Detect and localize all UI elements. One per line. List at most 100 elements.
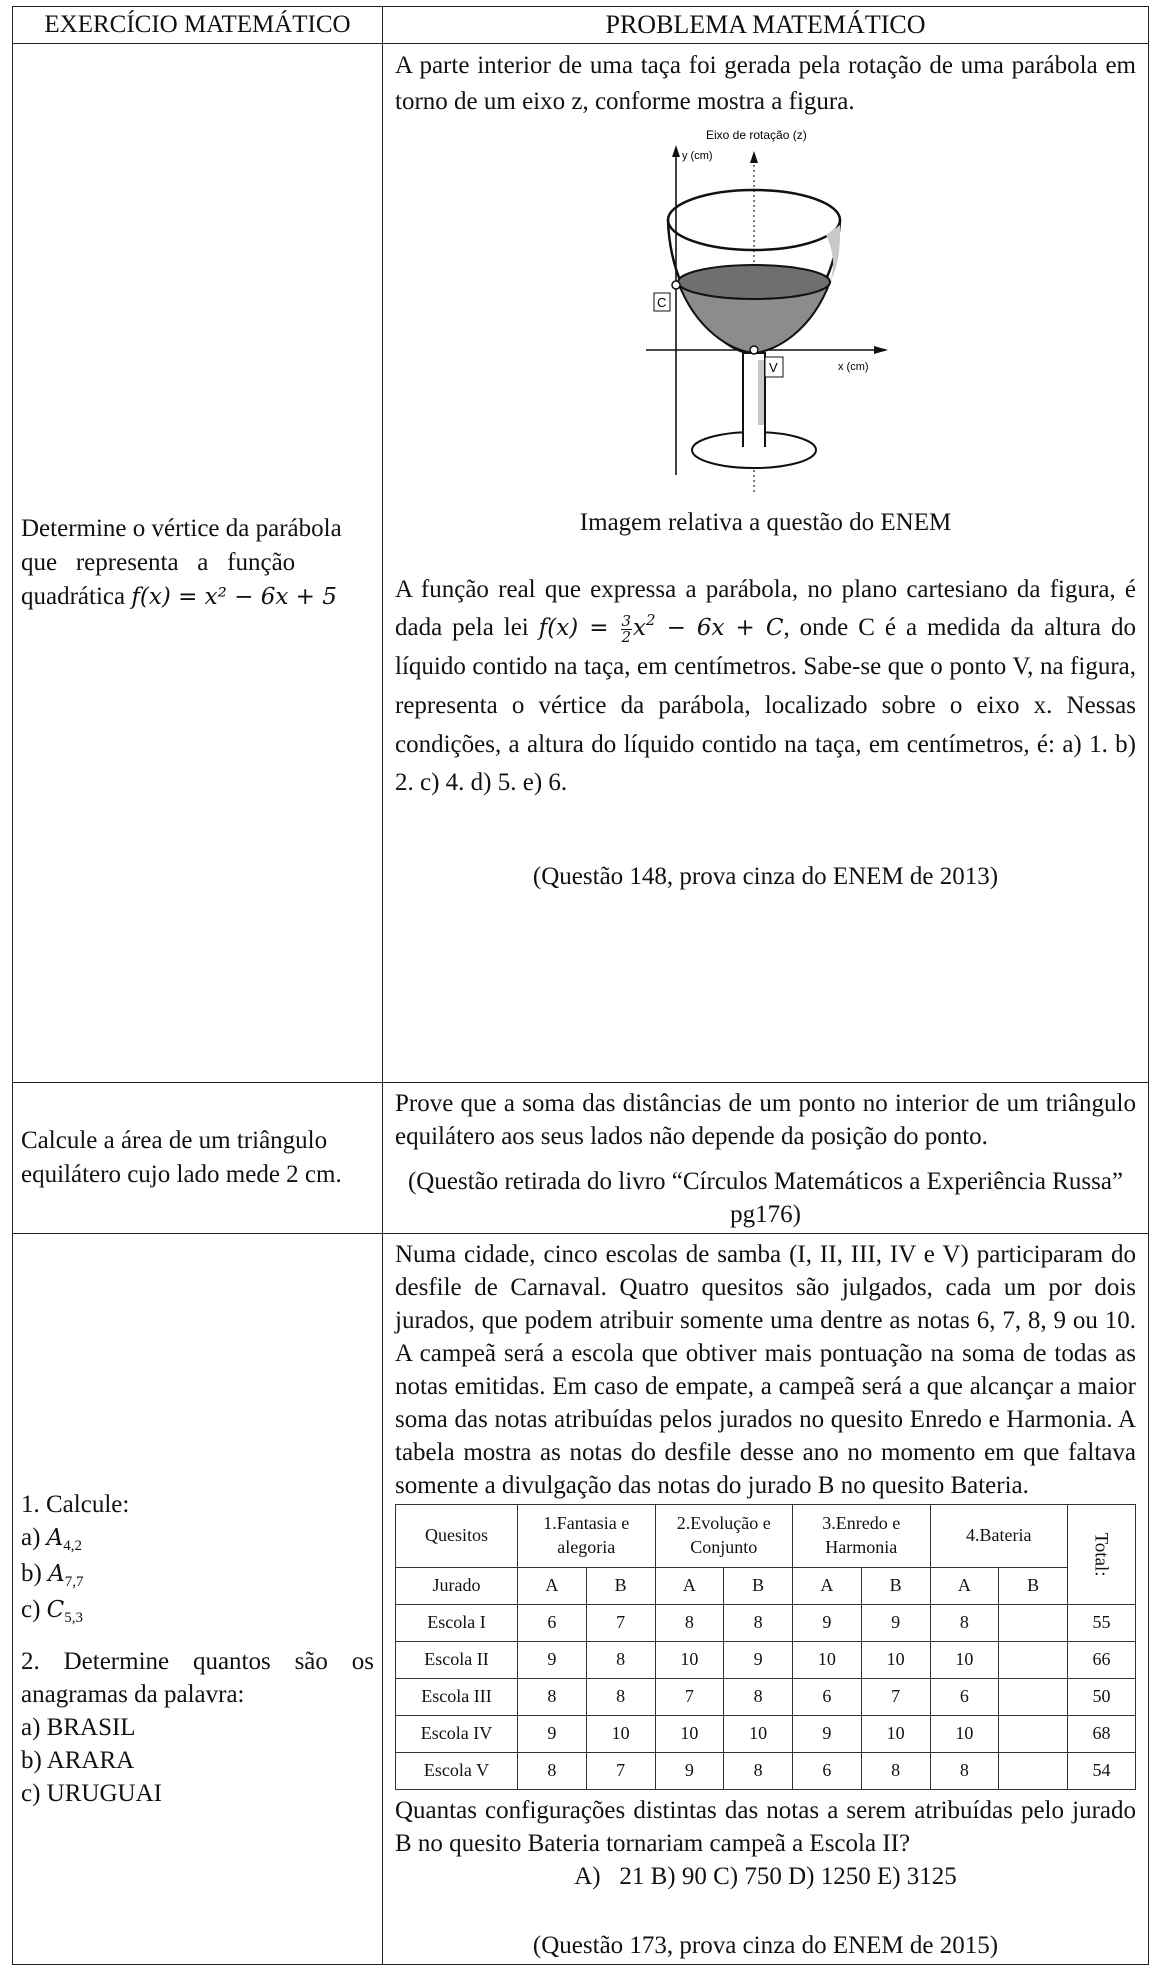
h-enredo: 3.Enredo e Harmonia: [792, 1504, 931, 1568]
score-cell: 10: [929, 1715, 1000, 1753]
problem-triangle: Prove que a soma das distâncias de um po…: [382, 1082, 1149, 1234]
document-page: EXERCÍCIO MATEMÁTICO PROBLEMA MATEMÁTICO…: [12, 6, 1149, 1965]
label-c: C: [657, 295, 666, 310]
score-cell: 9: [517, 1715, 587, 1753]
figure-caption: Imagem relativa a questão do ENEM: [579, 509, 952, 536]
score-cell: 7: [654, 1678, 725, 1716]
row-parabola: Determine o vértice da parábola que repr…: [12, 43, 1149, 1083]
problem-samba-intro: Numa cidade, cinco escolas de samba (I, …: [395, 1241, 1136, 1499]
exercise-vertex-line1: Determine o vértice da parábola: [21, 515, 342, 543]
score-cell: 8: [723, 1678, 793, 1716]
label-v: V: [769, 360, 778, 375]
label-x: x (cm): [838, 361, 869, 373]
label-y: y (cm): [682, 150, 713, 162]
score-cell: 6: [517, 1604, 587, 1642]
scores-header-row: Quesitos 1.Fantasia e alegoria 2.Evoluçã…: [395, 1504, 1136, 1605]
score-cell: 8: [654, 1604, 725, 1642]
score-cell: 10: [929, 1641, 1000, 1679]
total-cell: 50: [1067, 1678, 1136, 1716]
h-evolucao: 2.Evolução e Conjunto: [654, 1504, 793, 1568]
score-cell: 9: [792, 1604, 862, 1642]
total-cell: 68: [1067, 1715, 1136, 1753]
h-quesitos: Quesitos: [395, 1504, 518, 1568]
score-cell: [998, 1604, 1068, 1642]
escola-name: Escola III: [395, 1678, 518, 1716]
score-cell: 7: [585, 1604, 656, 1642]
score-cell: [998, 1752, 1068, 1790]
score-cell: 6: [929, 1678, 1000, 1716]
score-cell: 8: [929, 1604, 1000, 1642]
exercise-vertex: Determine o vértice da parábola que repr…: [12, 43, 383, 1083]
score-cell: 8: [517, 1678, 587, 1716]
score-cell: 8: [517, 1752, 587, 1790]
score-cell: [998, 1678, 1068, 1716]
row-triangle: Calcule a área de um triângulo equiláter…: [12, 1082, 1149, 1234]
score-cell: 9: [860, 1604, 931, 1642]
problem-triangle-text: Prove que a soma das distâncias de um po…: [395, 1090, 1136, 1150]
total-cell: 55: [1067, 1604, 1136, 1642]
score-cell: 10: [585, 1715, 656, 1753]
score-cell: 10: [860, 1641, 931, 1679]
source-circulos: (Questão retirada do livro “Círculos Mat…: [407, 1168, 1124, 1228]
exercise-vertex-line3: quadrática f(x) = x² − 6x + 5: [21, 582, 337, 610]
score-cell: 7: [585, 1752, 656, 1790]
score-cell: [998, 1715, 1068, 1753]
exercise-triangle-area: Calcule a área de um triângulo equiláter…: [12, 1082, 383, 1234]
score-cell: 10: [654, 1715, 725, 1753]
h-total: Total:: [1067, 1504, 1136, 1605]
score-cell: 7: [860, 1678, 931, 1716]
exercise-combinatorics: 1. Calcule: a) A4,2 b) A7,7 c) C5,3 2. D…: [12, 1233, 383, 1965]
header-exercicio: EXERCÍCIO MATEMÁTICO: [12, 6, 383, 44]
score-cell: 6: [792, 1752, 862, 1790]
row-samba: 1. Calcule: a) A4,2 b) A7,7 c) C5,3 2. D…: [12, 1233, 1149, 1965]
exercise-vertex-line2: que representa a função: [21, 549, 296, 577]
scores-jurado-row: Jurado A B A B A B A B: [395, 1567, 1136, 1605]
score-cell: [998, 1641, 1068, 1679]
score-cell: 8: [585, 1678, 656, 1716]
score-cell: 9: [517, 1641, 587, 1679]
score-cell: 8: [585, 1641, 656, 1679]
score-cell: 9: [792, 1715, 862, 1753]
point-c-marker: [670, 280, 681, 290]
header-row: EXERCÍCIO MATEMÁTICO PROBLEMA MATEMÁTICO: [12, 6, 1149, 44]
header-problema: PROBLEMA MATEMÁTICO: [382, 6, 1149, 44]
taca-figure: C V Eixo de rotação (z) y (cm) x (cm): [645, 128, 888, 495]
score-cell: 10: [654, 1641, 725, 1679]
vertex-formula: f(x) = x² − 6x + 5: [131, 583, 337, 610]
h-bateria: 4.Bateria: [929, 1504, 1068, 1568]
score-cell: 8: [929, 1752, 1000, 1790]
score-cell: 8: [860, 1752, 931, 1790]
score-cell: 10: [860, 1715, 931, 1753]
problem-taca-intro: A parte interior de uma taça foi gerada …: [395, 52, 1136, 115]
samba-options: A) 21 B) 90 C) 750 D) 1250 E) 3125: [574, 1863, 957, 1890]
total-cell: 66: [1067, 1641, 1136, 1679]
problem-taca: A parte interior de uma taça foi gerada …: [382, 43, 1149, 1083]
score-cell: 9: [654, 1752, 725, 1790]
source-enem-2015: (Questão 173, prova cinza do ENEM de 201…: [532, 1932, 999, 1959]
problem-taca-text: A função real que expressa a parábola, n…: [395, 575, 1136, 797]
escola-name: Escola V: [395, 1752, 518, 1790]
h-fantasia: 1.Fantasia e alegoria: [517, 1504, 656, 1568]
exercise-table: EXERCÍCIO MATEMÁTICO PROBLEMA MATEMÁTICO…: [12, 6, 1149, 1965]
score-cell: 8: [723, 1752, 793, 1790]
total-cell: 54: [1067, 1752, 1136, 1790]
score-cell: 9: [723, 1641, 793, 1679]
problem-samba-question: Quantas configurações distintas das nota…: [395, 1797, 1136, 1857]
escola-name: Escola II: [395, 1641, 518, 1679]
score-cell: 10: [792, 1641, 862, 1679]
source-enem-2013: (Questão 148, prova cinza do ENEM de 201…: [532, 863, 999, 890]
score-cell: 6: [792, 1678, 862, 1716]
escola-name: Escola I: [395, 1604, 518, 1642]
samba-scores-table: Quesitos 1.Fantasia e alegoria 2.Evoluçã…: [395, 1504, 1136, 1790]
escola-name: Escola IV: [395, 1715, 518, 1753]
score-cell: 8: [723, 1604, 793, 1642]
point-v-marker: [748, 345, 759, 355]
score-cell: 10: [723, 1715, 793, 1753]
